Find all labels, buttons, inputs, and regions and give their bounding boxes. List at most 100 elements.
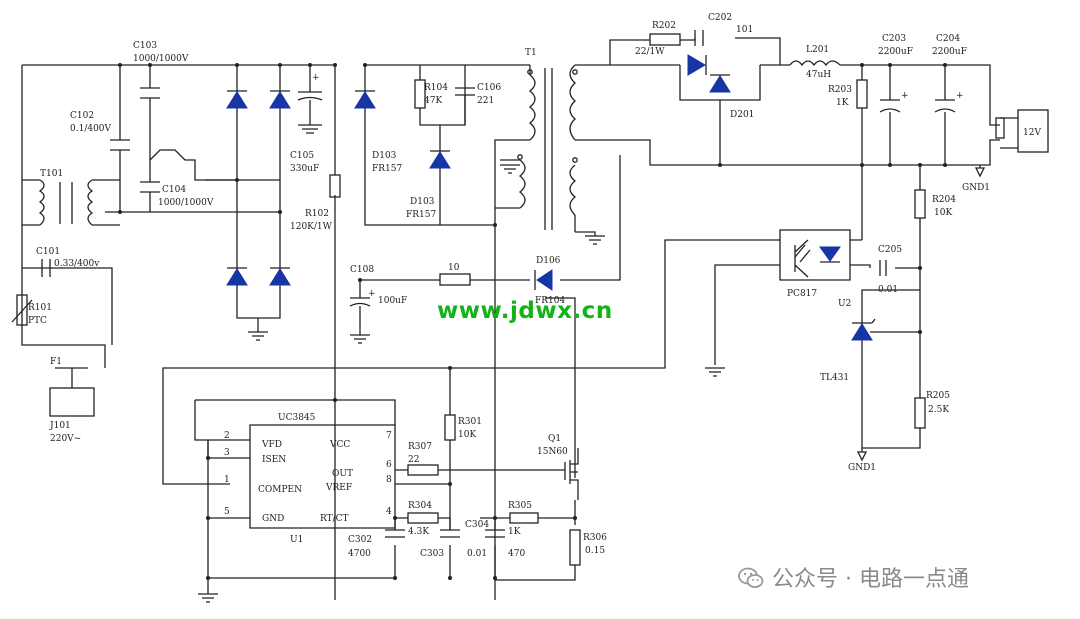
capacitor-c205: [879, 260, 887, 276]
pin-number-8: 8: [386, 475, 392, 485]
svg-text:+: +: [901, 91, 909, 101]
label-r307: R307: [408, 442, 432, 452]
diodes: [226, 54, 920, 341]
transformer-t1-primary: [528, 74, 536, 141]
bridge-diode-3: [226, 267, 248, 286]
label-c101: C101: [36, 247, 60, 257]
ground-icon: [298, 124, 322, 134]
capacitor-c103: [140, 87, 160, 99]
ground-icon: [500, 164, 520, 174]
capacitor-c105: [297, 91, 323, 101]
resistor-r305: [509, 512, 539, 524]
label-c304: C304: [465, 520, 489, 530]
transformers: [38, 60, 841, 232]
ground-icon: [856, 451, 868, 462]
ground-icon: [350, 334, 370, 344]
label-r204-value: 10K: [934, 208, 952, 218]
resistor-r306: [569, 529, 581, 566]
resistor-r304: [407, 512, 439, 524]
connector-j101: [49, 387, 95, 417]
pin-vref: VREF: [325, 483, 352, 493]
label-r305-value: 1K: [508, 527, 521, 537]
label-c108-value: 100uF: [378, 296, 407, 306]
pin-vcc: VCC: [329, 440, 350, 450]
label-q1: Q1: [548, 434, 561, 444]
label-pc817: PC817: [787, 289, 817, 299]
label-r301: R301: [458, 417, 482, 427]
capacitor-c106: [455, 87, 475, 96]
label-r203: R203: [828, 85, 852, 95]
label-gnd1-bottom: GND1: [848, 463, 876, 473]
pin-number-6: 6: [386, 460, 392, 470]
label-r104-value: 47K: [424, 96, 442, 106]
bridge-diode-1: [226, 90, 248, 109]
label-l201: L201: [806, 45, 829, 55]
label-d103-a-value: FR157: [372, 164, 402, 174]
label-r104: R104: [424, 83, 448, 93]
label-uc3845: UC3845: [278, 413, 316, 423]
resistor-r301: [444, 414, 456, 441]
bridge-diode-2: [269, 90, 291, 109]
label-r202: R202: [652, 21, 676, 31]
label-tl431: TL431: [820, 373, 849, 383]
optocoupler-led: [794, 244, 841, 263]
transformer-t1-secondary: [569, 64, 576, 141]
label-q1-value: 15N60: [537, 447, 568, 457]
label-c302-value: 4700: [348, 549, 371, 559]
resistor-r203: [856, 79, 868, 109]
pin-number-2: 2: [224, 431, 230, 441]
capacitor-c108: [349, 297, 371, 307]
wechat-icon: [738, 567, 764, 588]
label-c106: C106: [477, 83, 501, 93]
ground-icon: [974, 165, 986, 178]
label-d106: D106: [536, 256, 561, 266]
ground-icon: [575, 231, 605, 245]
capacitor-c302: [385, 529, 405, 538]
label-j101-value: 220V~: [50, 434, 81, 444]
pin-number-4: 4: [386, 507, 392, 517]
label-gnd1-top: GND1: [962, 183, 990, 193]
connector-12v: [1017, 109, 1049, 153]
connectors: [49, 109, 1049, 417]
label-c104: C104: [162, 185, 186, 195]
label-c101-value: 0.33/400v: [54, 259, 100, 269]
pin-number-1: 1: [224, 475, 230, 485]
svg-text:+: +: [956, 91, 964, 101]
pin-vfd: VFD: [261, 440, 282, 450]
label-d103-b-value: FR157: [406, 210, 436, 220]
label-r301-value: 10K: [458, 430, 476, 440]
pin-number-5: 5: [224, 507, 230, 517]
label-r202-value: 22/1W: [635, 47, 665, 57]
svg-text:+: +: [312, 73, 320, 83]
label-c106-value: 221: [477, 96, 494, 106]
label-j101: J101: [49, 421, 71, 431]
ground-icon: [198, 593, 218, 603]
transformer-t101-left-coil: [38, 179, 45, 226]
diode-d103-a: [354, 90, 376, 109]
label-c305-value: 470: [508, 549, 525, 559]
resistor-r307: [407, 464, 439, 476]
capacitor-c104: [140, 181, 160, 193]
capacitor-c203: [879, 99, 901, 113]
label-r205-value: 2.5K: [928, 405, 949, 415]
label-r102-value: 120K/1W: [290, 222, 333, 232]
diode-d106: [534, 269, 553, 291]
label-t101: T101: [40, 169, 63, 179]
label-r205: R205: [926, 391, 950, 401]
label-d103-b: D103: [410, 197, 435, 207]
label-d106-value: FR104: [535, 296, 565, 306]
ground-symbols: [198, 124, 986, 603]
label-c102: C102: [70, 111, 94, 121]
ground-icon: [705, 367, 725, 377]
capacitor-c101: [41, 259, 51, 277]
inductor-l201: [789, 60, 841, 67]
capacitor-c202: [694, 30, 704, 46]
capacitor-c304: [485, 529, 505, 538]
resistor-r102: [329, 174, 341, 198]
label-d103-a: D103: [372, 151, 397, 161]
label-c205-value: 0.01: [878, 285, 898, 295]
label-c202: C202: [708, 13, 732, 23]
pin-compen: COMPEN: [258, 485, 302, 495]
capacitor-c303: [440, 529, 460, 538]
